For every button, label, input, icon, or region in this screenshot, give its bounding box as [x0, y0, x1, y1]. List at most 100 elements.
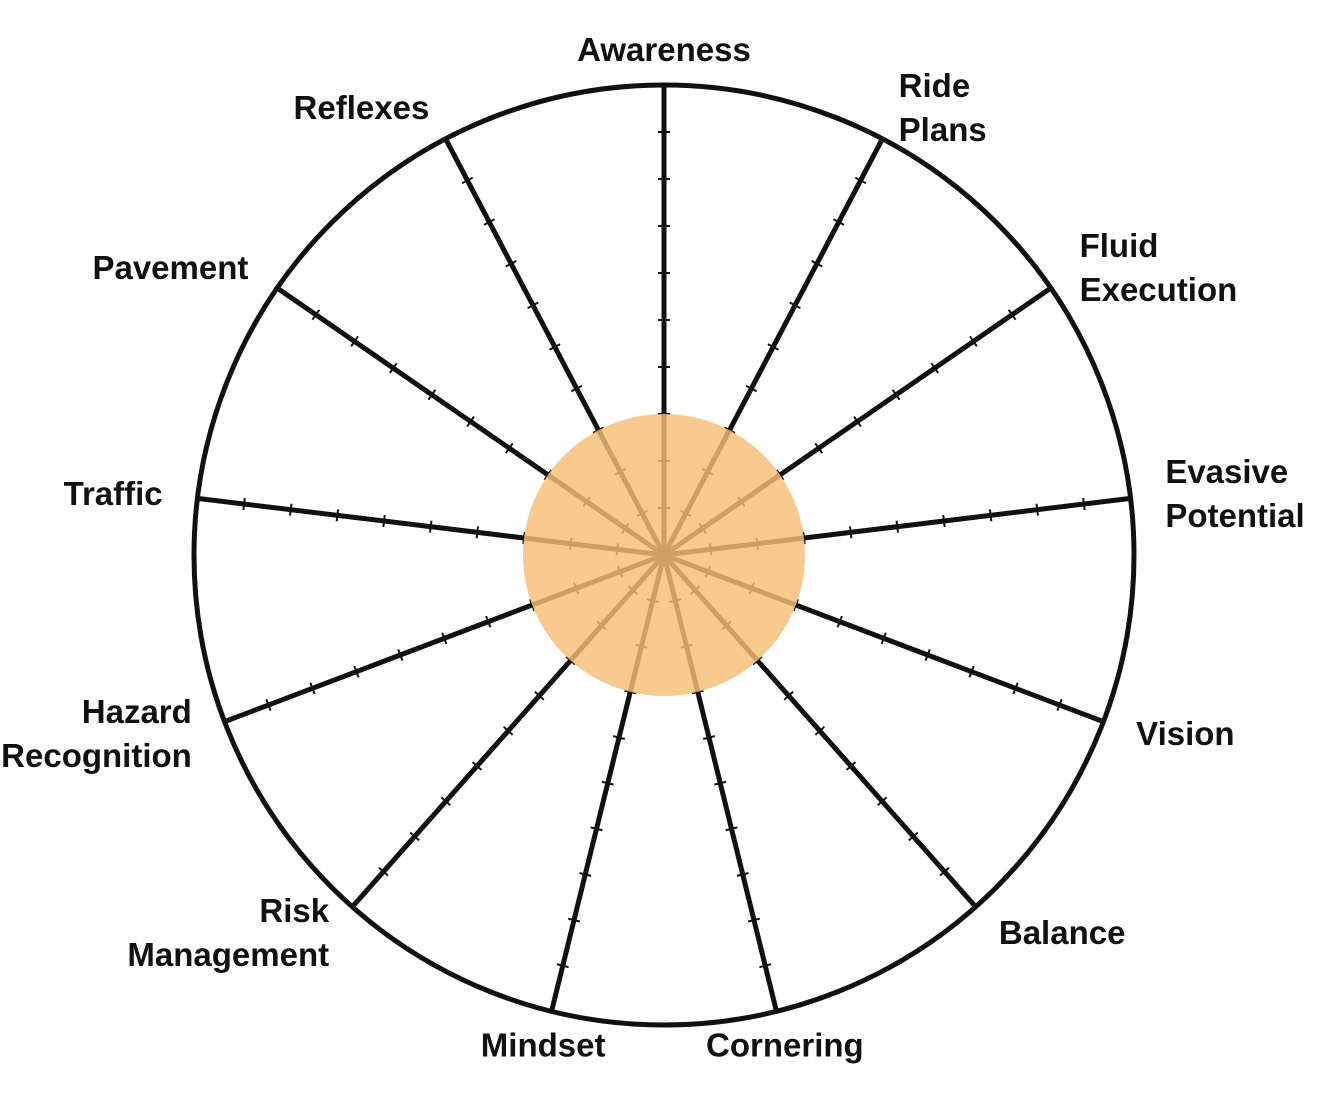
tick-mark — [353, 665, 360, 678]
spoke-label-line: Mindset — [481, 1026, 606, 1063]
tick-mark — [335, 509, 340, 522]
tick-mark — [471, 761, 483, 771]
spoke-label-mindset: Mindset — [481, 1026, 606, 1063]
spoke-label-line: Balance — [999, 914, 1126, 951]
tick-mark — [702, 735, 716, 740]
tick-mark — [505, 260, 517, 268]
tick-mark — [832, 218, 845, 226]
tick-mark — [736, 872, 749, 877]
tick-mark — [725, 826, 738, 832]
tick-mark — [378, 866, 389, 877]
tick-mark — [1082, 497, 1086, 511]
spoke-label-reflexes: Reflexes — [294, 89, 430, 126]
tick-mark — [485, 615, 492, 628]
spoke-label-line: Recognition — [1, 737, 192, 774]
spoke-label-line: Management — [127, 936, 329, 973]
tick-mark — [924, 649, 931, 661]
tick-mark — [624, 689, 637, 695]
tick-mark — [311, 309, 321, 321]
tick-mark — [466, 415, 475, 428]
tick-mark — [592, 426, 605, 434]
tick-mark — [475, 526, 480, 539]
spoke-label-line: Pavement — [92, 249, 248, 286]
tick-mark — [441, 632, 448, 645]
tick-mark — [505, 442, 514, 454]
tick-mark — [908, 831, 919, 842]
spoke-label-line: Hazard — [82, 693, 192, 730]
level-fill — [523, 414, 805, 696]
tick-mark — [848, 526, 853, 539]
spoke-label-balance: Balance — [999, 914, 1126, 951]
tick-mark — [968, 665, 975, 678]
spoke-label-line: Reflexes — [294, 89, 430, 126]
tick-mark — [745, 384, 758, 393]
spoke-label-line: Potential — [1165, 497, 1304, 534]
tick-mark — [242, 497, 246, 511]
tick-mark — [309, 682, 316, 695]
spoke-label-line: Traffic — [64, 475, 163, 512]
tick-mark — [1035, 503, 1039, 516]
tick-mark — [942, 514, 946, 528]
tick-mark — [570, 384, 583, 393]
tick-mark — [691, 689, 704, 695]
tick-mark — [836, 615, 843, 628]
tick-mark — [1007, 309, 1017, 321]
tick-mark — [814, 726, 825, 736]
tick-mark — [1012, 682, 1019, 695]
tick-mark — [427, 389, 437, 401]
tick-mark — [503, 726, 514, 736]
tick-mark — [1056, 699, 1063, 711]
tick-mark — [397, 649, 404, 661]
tick-mark — [389, 362, 398, 374]
spoke-label-line: Ride — [899, 67, 971, 104]
tick-mark — [534, 690, 545, 701]
tick-mark — [969, 335, 978, 347]
spoke-label-line: Vision — [1136, 715, 1234, 752]
tick-mark — [567, 917, 581, 923]
tick-mark — [783, 690, 794, 701]
tick-mark — [877, 796, 888, 806]
tick-mark — [930, 362, 939, 374]
tick-mark — [723, 426, 736, 434]
spoke-label-awareness: Awareness — [577, 31, 751, 68]
tick-mark — [483, 218, 496, 226]
spoke-label-vision: Vision — [1136, 715, 1234, 752]
tick-mark — [265, 699, 272, 711]
tick-mark — [461, 176, 474, 185]
tick-mark — [714, 780, 727, 786]
tick-mark — [811, 260, 823, 268]
tick-mark — [527, 301, 539, 309]
spoke-label-line: Awareness — [577, 31, 751, 68]
tick-mark — [428, 520, 433, 533]
tick-mark — [382, 514, 386, 528]
tick-mark — [440, 796, 451, 806]
tick-mark — [895, 520, 900, 533]
spoke-label-line: Fluid — [1080, 227, 1159, 264]
spoke-label-line: Plans — [899, 111, 987, 148]
spoke-label-cornering: Cornering — [706, 1026, 864, 1063]
tick-mark — [767, 343, 779, 351]
tick-mark — [759, 963, 772, 969]
tick-mark — [880, 632, 887, 645]
tick-mark — [854, 176, 867, 185]
tick-mark — [814, 442, 823, 454]
tick-mark — [556, 963, 569, 969]
spoke-label-line: Execution — [1080, 271, 1238, 308]
tick-mark — [845, 761, 857, 771]
tick-mark — [612, 735, 626, 740]
spoke-label-line: Evasive — [1165, 453, 1288, 490]
tick-mark — [409, 831, 420, 842]
tick-mark — [601, 780, 614, 786]
tick-mark — [350, 335, 359, 347]
tick-mark — [579, 872, 592, 877]
tick-mark — [988, 509, 993, 522]
tick-mark — [853, 415, 862, 428]
tick-mark — [289, 503, 293, 516]
spoke-label-traffic: Traffic — [64, 475, 163, 512]
spoke-label-line: Cornering — [706, 1026, 864, 1063]
